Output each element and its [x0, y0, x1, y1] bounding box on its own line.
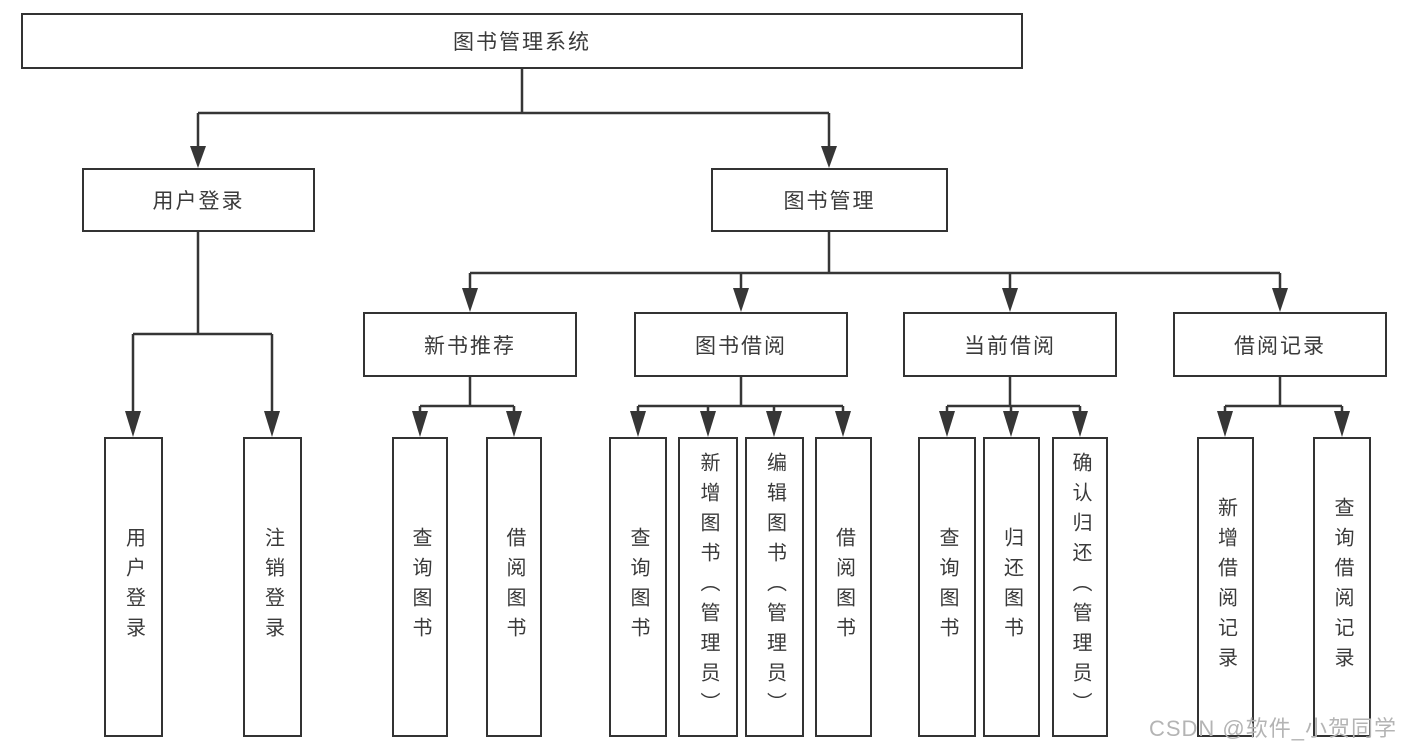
node-new-book-recommend: 新书推荐	[363, 312, 577, 377]
arrow-down-icon	[1003, 411, 1019, 437]
arrow-down-icon	[835, 411, 851, 437]
leaf-user-login: 用户登录	[104, 437, 163, 737]
node-current-borrowing: 当前借阅	[903, 312, 1117, 377]
node-user-login: 用户登录	[82, 168, 315, 232]
leaf-query-borrow-record: 查询借阅记录	[1313, 437, 1371, 737]
node-borrowing-records: 借阅记录	[1173, 312, 1387, 377]
arrow-down-icon	[1217, 411, 1233, 437]
node-label: 图书管理	[783, 190, 876, 213]
leaf-current-query-book: 查询图书	[918, 437, 976, 737]
leaf-confirm-return-admin: 确认归还（管理员）	[1052, 437, 1108, 737]
arrow-down-icon	[506, 411, 522, 437]
leaf-add-borrow-record: 新增借阅记录	[1197, 437, 1254, 737]
leaf-label: 查询图书	[936, 527, 958, 647]
connector-book-borrow-leaves	[636, 377, 845, 411]
arrow-down-icon	[125, 411, 141, 437]
leaf-label: 查询借阅记录	[1331, 497, 1353, 677]
arrow-down-icon	[733, 288, 749, 312]
node-label: 用户登录	[152, 190, 245, 213]
arrow-down-icon	[821, 146, 837, 168]
arrow-down-icon	[412, 411, 428, 437]
node-book-borrowing: 图书借阅	[634, 312, 848, 377]
node-book-management: 图书管理	[711, 168, 948, 232]
arrow-down-icon	[264, 411, 280, 437]
connector-current-borrow-leaves	[945, 377, 1082, 411]
leaf-return-book: 归还图书	[983, 437, 1040, 737]
leaf-label: 查询图书	[409, 527, 431, 647]
node-label: 图书借阅	[695, 334, 787, 358]
arrow-down-icon	[1334, 411, 1350, 437]
arrow-down-icon	[939, 411, 955, 437]
leaf-recommend-borrow-book: 借阅图书	[486, 437, 542, 737]
node-label: 新书推荐	[424, 334, 516, 358]
leaf-label: 用户登录	[122, 527, 145, 647]
leaf-label: 确认归还（管理员）	[1069, 452, 1091, 722]
arrow-down-icon	[190, 146, 206, 168]
node-label: 当前借阅	[964, 334, 1056, 358]
csdn-watermark: CSDN @软件_小贺同学	[1148, 716, 1397, 741]
node-label: 借阅记录	[1234, 334, 1326, 358]
connector-user-login-leaves	[131, 232, 274, 411]
leaf-label: 查询图书	[627, 527, 649, 647]
leaf-label: 借阅图书	[832, 527, 855, 647]
arrow-down-icon	[1272, 288, 1288, 312]
node-library-system: 图书管理系统	[21, 13, 1023, 69]
leaf-borrowing-query-book: 查询图书	[609, 437, 667, 737]
arrow-down-icon	[1072, 411, 1088, 437]
arrow-down-icon	[766, 411, 782, 437]
leaf-label: 注销登录	[261, 527, 284, 647]
leaf-label: 编辑图书（管理员）	[763, 452, 786, 722]
connector-new-book-leaves	[418, 377, 516, 411]
leaf-label: 新增借阅记录	[1214, 497, 1237, 677]
connector-root-level2	[196, 69, 831, 146]
leaf-label: 新增图书（管理员）	[697, 452, 719, 722]
arrow-down-icon	[462, 288, 478, 312]
connector-book-mgmt-level3	[468, 232, 1282, 288]
arrow-down-icon	[1002, 288, 1018, 312]
leaf-edit-book-admin: 编辑图书（管理员）	[745, 437, 804, 737]
leaf-logout: 注销登录	[243, 437, 302, 737]
arrow-down-icon	[630, 411, 646, 437]
leaf-recommend-query-book: 查询图书	[392, 437, 448, 737]
leaf-label: 归还图书	[1000, 527, 1023, 647]
arrow-down-icon	[700, 411, 716, 437]
connector-borrow-records-leaves	[1223, 377, 1344, 411]
leaf-add-book-admin: 新增图书（管理员）	[678, 437, 738, 737]
node-label: 图书管理系统	[453, 31, 591, 54]
leaf-borrowing-borrow-book: 借阅图书	[815, 437, 872, 737]
leaf-label: 借阅图书	[503, 527, 525, 647]
